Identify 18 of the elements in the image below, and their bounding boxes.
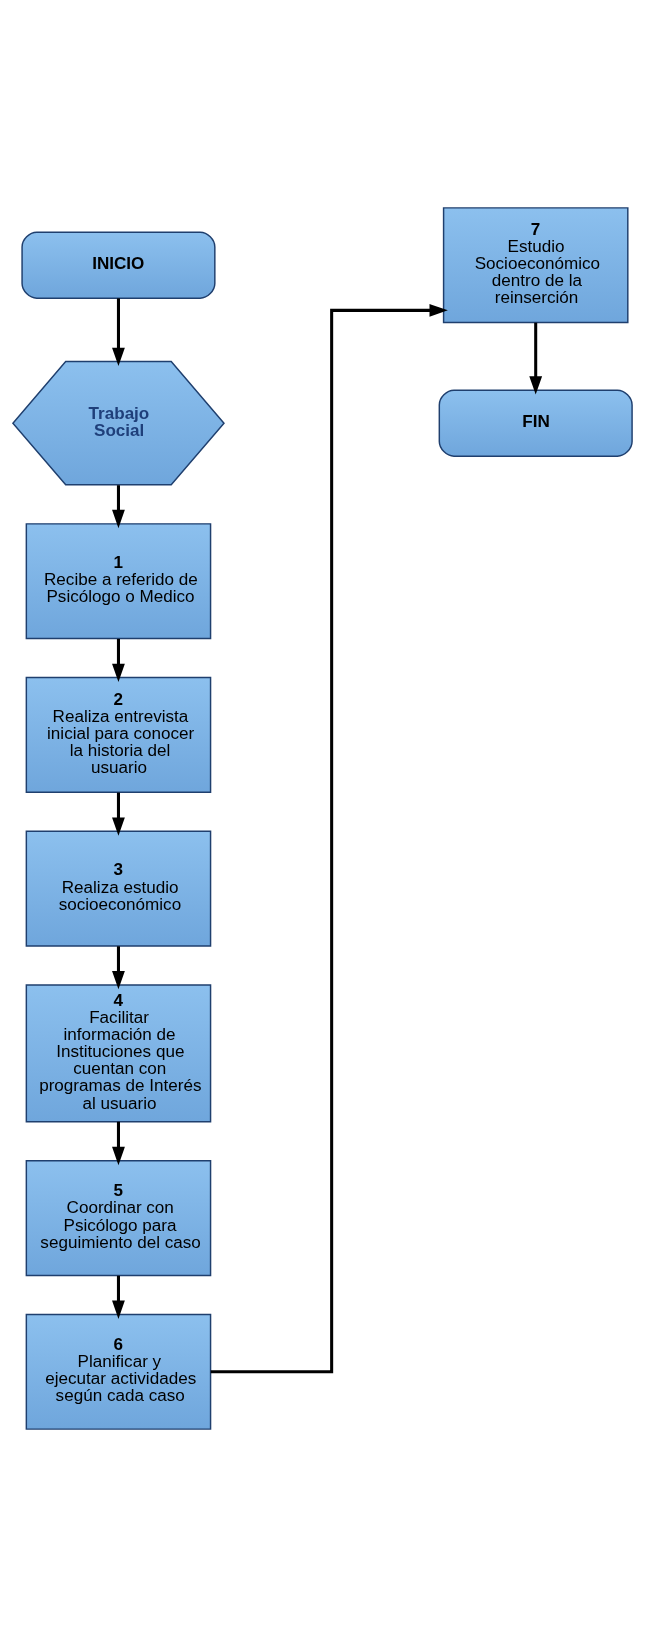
node-box: 2 Realiza entrevista inicial para conocer la historia del usuario <box>25 676 212 793</box>
arrow <box>112 1121 125 1166</box>
arrow <box>112 946 125 990</box>
arrow <box>112 485 125 529</box>
arrow <box>112 792 125 836</box>
arrow <box>112 298 125 367</box>
node-box: 5 Coordinar con Psicólogo para seguimiento del caso <box>25 1160 212 1277</box>
arrow <box>112 1275 125 1319</box>
node-box: INICIO <box>21 231 216 299</box>
node-box: 7 Estudio Socioeconómico dentro de la reinserción <box>442 207 629 324</box>
node-box: 3 Realiza estudio socioeconómico <box>25 830 212 947</box>
node-box: 6 Planificar y ejecutar actividades según cada caso <box>25 1313 212 1430</box>
node-box: 4 Facilitar información de Instituciones que cuentan con programas de Interés al usuario <box>25 984 212 1123</box>
node-box: 1 Recibe a referido de Psicólogo o Medico <box>25 523 212 640</box>
arrow <box>529 322 543 395</box>
arrow <box>112 638 125 683</box>
arrow <box>210 303 448 1374</box>
node-box: FIN <box>438 389 633 457</box>
